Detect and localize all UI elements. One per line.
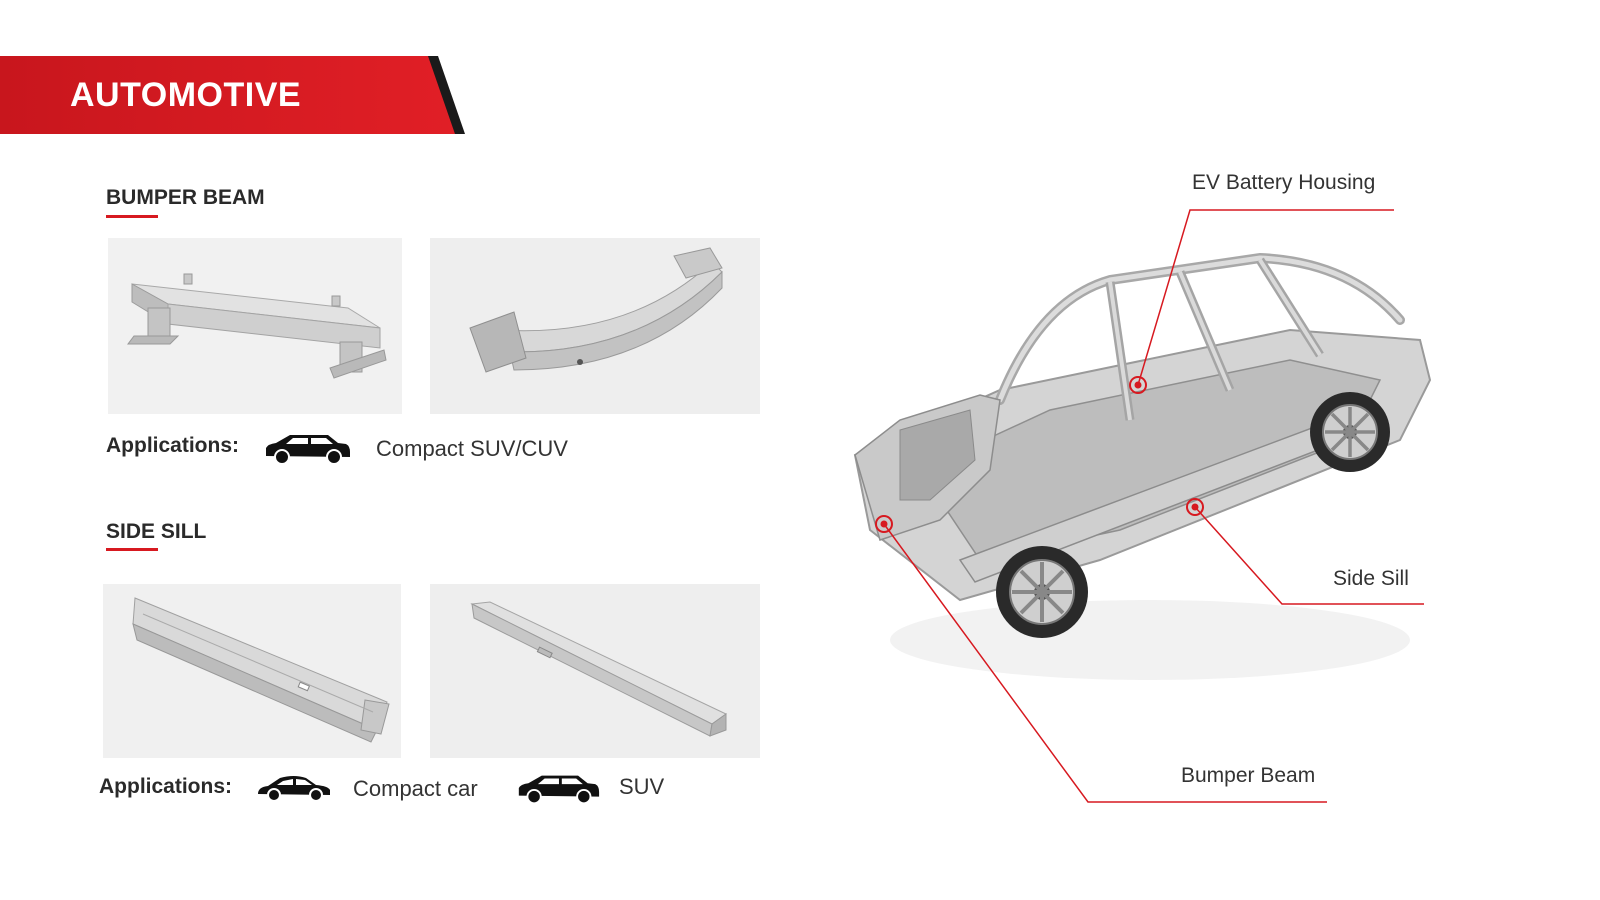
callout-bumper-beam: Bumper Beam (1181, 764, 1316, 787)
suv-icon (518, 775, 600, 805)
callout-ev-battery-housing: EV Battery Housing (1192, 171, 1376, 194)
suv-icon (266, 435, 350, 465)
side-sill-photo-2 (430, 584, 760, 758)
applications-label-sill: Applications: (99, 775, 233, 798)
section-title-side-sill: SIDE SILL (106, 520, 207, 543)
header-banner: AUTOMOTIVE (0, 56, 470, 138)
section-title-bumper-beam: BUMPER BEAM (106, 186, 265, 209)
applications-label-bumper: Applications: (106, 434, 240, 457)
section-underline (106, 548, 158, 551)
sedan-icon (258, 776, 330, 802)
side-sill-photo-1 (103, 584, 401, 758)
banner-shape (0, 56, 465, 134)
bumper-beam-photo-2 (430, 238, 760, 414)
page-title: AUTOMOTIVE (70, 76, 302, 114)
application-suv: SUV (619, 774, 665, 799)
callout-side-sill: Side Sill (1333, 567, 1409, 590)
bumper-beam-photo-1 (108, 238, 402, 414)
section-underline (106, 215, 158, 218)
car-body-illustration (853, 209, 1432, 803)
application-compact-suv-cuv: Compact SUV/CUV (376, 436, 568, 461)
application-compact-car: Compact car (353, 776, 478, 801)
